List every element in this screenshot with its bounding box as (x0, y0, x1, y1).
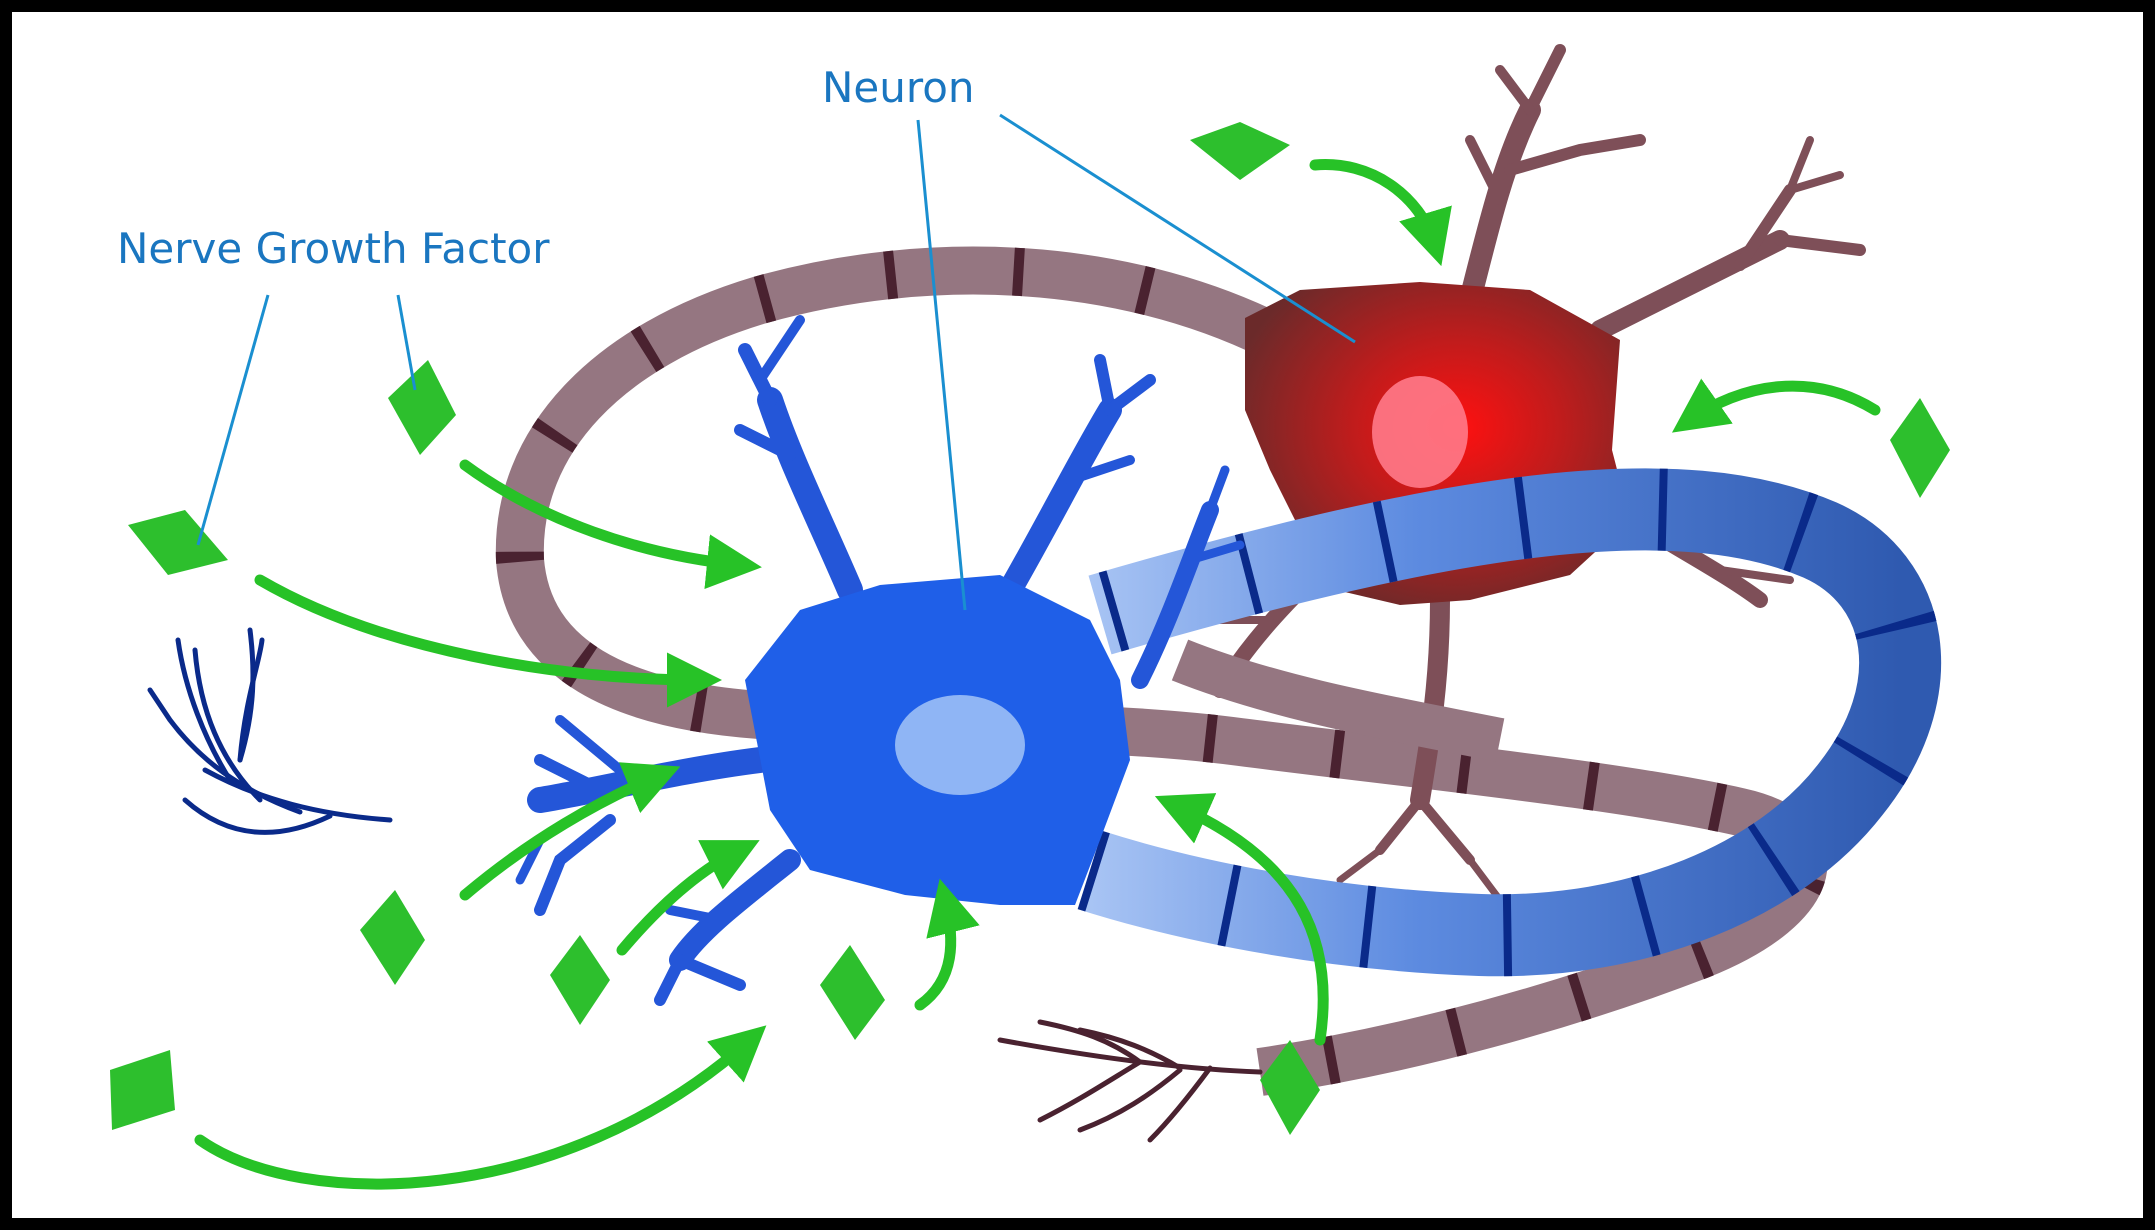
nerve-growth-factor-label: Nerve Growth Factor (117, 224, 550, 273)
blue-neuron-nucleus (895, 695, 1025, 795)
red-neuron-nucleus (1372, 376, 1468, 488)
neuron-label: Neuron (822, 63, 975, 112)
